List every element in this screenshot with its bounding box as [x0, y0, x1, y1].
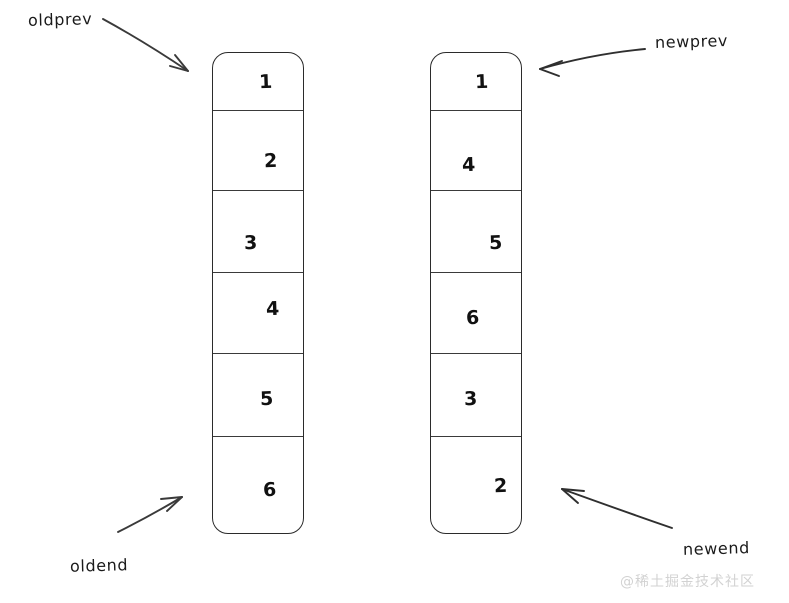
cell-value: 6	[262, 478, 278, 502]
list-item: 1	[431, 53, 521, 111]
cell-value: 2	[263, 149, 279, 173]
cell-value: 6	[465, 306, 481, 330]
label-newend: newend	[682, 538, 751, 559]
list-item: 3	[213, 191, 303, 273]
new-list: 1 4 5 6 3 2	[430, 52, 522, 534]
oldend-arrow	[117, 496, 183, 533]
list-item: 4	[213, 273, 303, 354]
old-list: 1 2 3 4 5 6	[212, 52, 304, 534]
newend-arrow	[561, 488, 673, 529]
cell-value: 3	[243, 231, 259, 255]
cell-value: 5	[259, 387, 275, 411]
list-item: 2	[213, 111, 303, 191]
list-item: 6	[213, 437, 303, 533]
list-item: 6	[431, 273, 521, 354]
label-oldend: oldend	[69, 555, 129, 576]
list-item: 1	[213, 53, 303, 111]
list-item: 4	[431, 111, 521, 191]
list-item: 5	[431, 191, 521, 273]
watermark: @稀土掘金技术社区	[620, 574, 755, 590]
newprev-arrow	[539, 48, 646, 77]
cell-value: 1	[474, 70, 490, 94]
cell-value: 3	[463, 387, 479, 411]
list-item: 5	[213, 354, 303, 437]
cell-value: 1	[258, 70, 274, 94]
cell-value: 4	[265, 297, 281, 321]
list-item: 2	[431, 437, 521, 533]
cell-value: 5	[488, 231, 504, 255]
list-item: 3	[431, 354, 521, 437]
cell-value: 4	[461, 153, 477, 177]
cell-value: 2	[493, 474, 509, 498]
label-oldprev: oldprev	[27, 9, 93, 30]
label-newprev: newprev	[654, 31, 729, 52]
oldprev-arrow	[102, 18, 189, 72]
